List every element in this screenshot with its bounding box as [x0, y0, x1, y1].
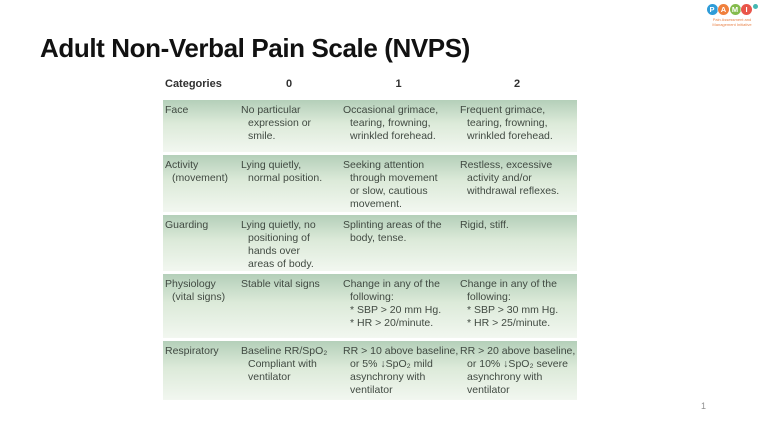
pami-logo-letters: P A M I — [706, 4, 758, 15]
row-category-label: Guarding — [165, 219, 209, 231]
table-cell: Stable vital signs — [241, 278, 320, 290]
table-cell: Frequent grimace, tearing, frowning, wri… — [460, 104, 553, 142]
table-cell: No particular expression or smile. — [241, 104, 312, 142]
column-header-score-1: 1 — [395, 78, 402, 90]
nvps-table: Categories 0 1 2 Face No particular expr… — [163, 78, 577, 403]
table-row-respiratory: Respiratory Baseline RR/SpO₂ Compliant w… — [163, 341, 577, 400]
logo-dot-icon — [752, 4, 758, 9]
table-cell: Change in any of the following: * SBP > … — [343, 278, 442, 329]
table-cell: Lying quietly, no positioning of hands o… — [241, 219, 316, 270]
table-cell: Splinting areas of the body, tense. — [343, 219, 442, 244]
column-header-categories: Categories — [165, 78, 222, 90]
row-category-label: Respiratory — [165, 345, 219, 357]
logo-letter-i-icon: I — [741, 4, 752, 15]
row-category-label: Face — [165, 104, 189, 116]
table-cell: Rigid, stiff. — [460, 219, 509, 231]
logo-letter-p-icon: P — [706, 4, 718, 15]
table-row-guarding: Guarding Lying quietly, no positioning o… — [163, 215, 577, 271]
row-category-label: Physiology (vital signs) — [165, 278, 226, 303]
table-cell: RR > 20 above baseline, or 10% ↓SpO₂ sev… — [460, 345, 576, 396]
table-cell: Seeking attention through movement or sl… — [343, 159, 438, 210]
column-header-score-2: 2 — [513, 78, 521, 90]
table-cell: RR > 10 above baseline, or 5% ↓SpO₂ mild… — [343, 345, 459, 396]
logo-letter-m-icon: M — [729, 4, 741, 15]
table-cell: Restless, excessive activity and/or with… — [460, 159, 560, 197]
table-row-physiology: Physiology (vital signs) Stable vital si… — [163, 274, 577, 338]
table-cell: Lying quietly, normal position. — [241, 159, 323, 184]
logo-letter-a-icon: A — [718, 4, 729, 15]
page-title: Adult Non-Verbal Pain Scale (NVPS) — [40, 33, 470, 63]
row-category-label: Activity (movement) — [165, 159, 229, 184]
page-number: 1 — [701, 401, 707, 411]
table-header-row: Categories 0 1 2 — [163, 78, 577, 100]
table-row-activity: Activity (movement) Lying quietly, norma… — [163, 155, 577, 212]
table-cell: Change in any of the following: * SBP > … — [460, 278, 559, 329]
table-cell: Occasional grimace, tearing, frowning, w… — [343, 104, 439, 142]
logo-tagline: Pain Assessment and Management Initiativ… — [712, 17, 752, 27]
column-header-score-0: 0 — [285, 78, 293, 90]
table-cell: Baseline RR/SpO₂ Compliant with ventilat… — [241, 345, 328, 383]
table-row-face: Face No particular expression or smile. … — [163, 100, 577, 152]
pami-logo: P A M I Pain Assessment and Management I… — [704, 4, 760, 27]
